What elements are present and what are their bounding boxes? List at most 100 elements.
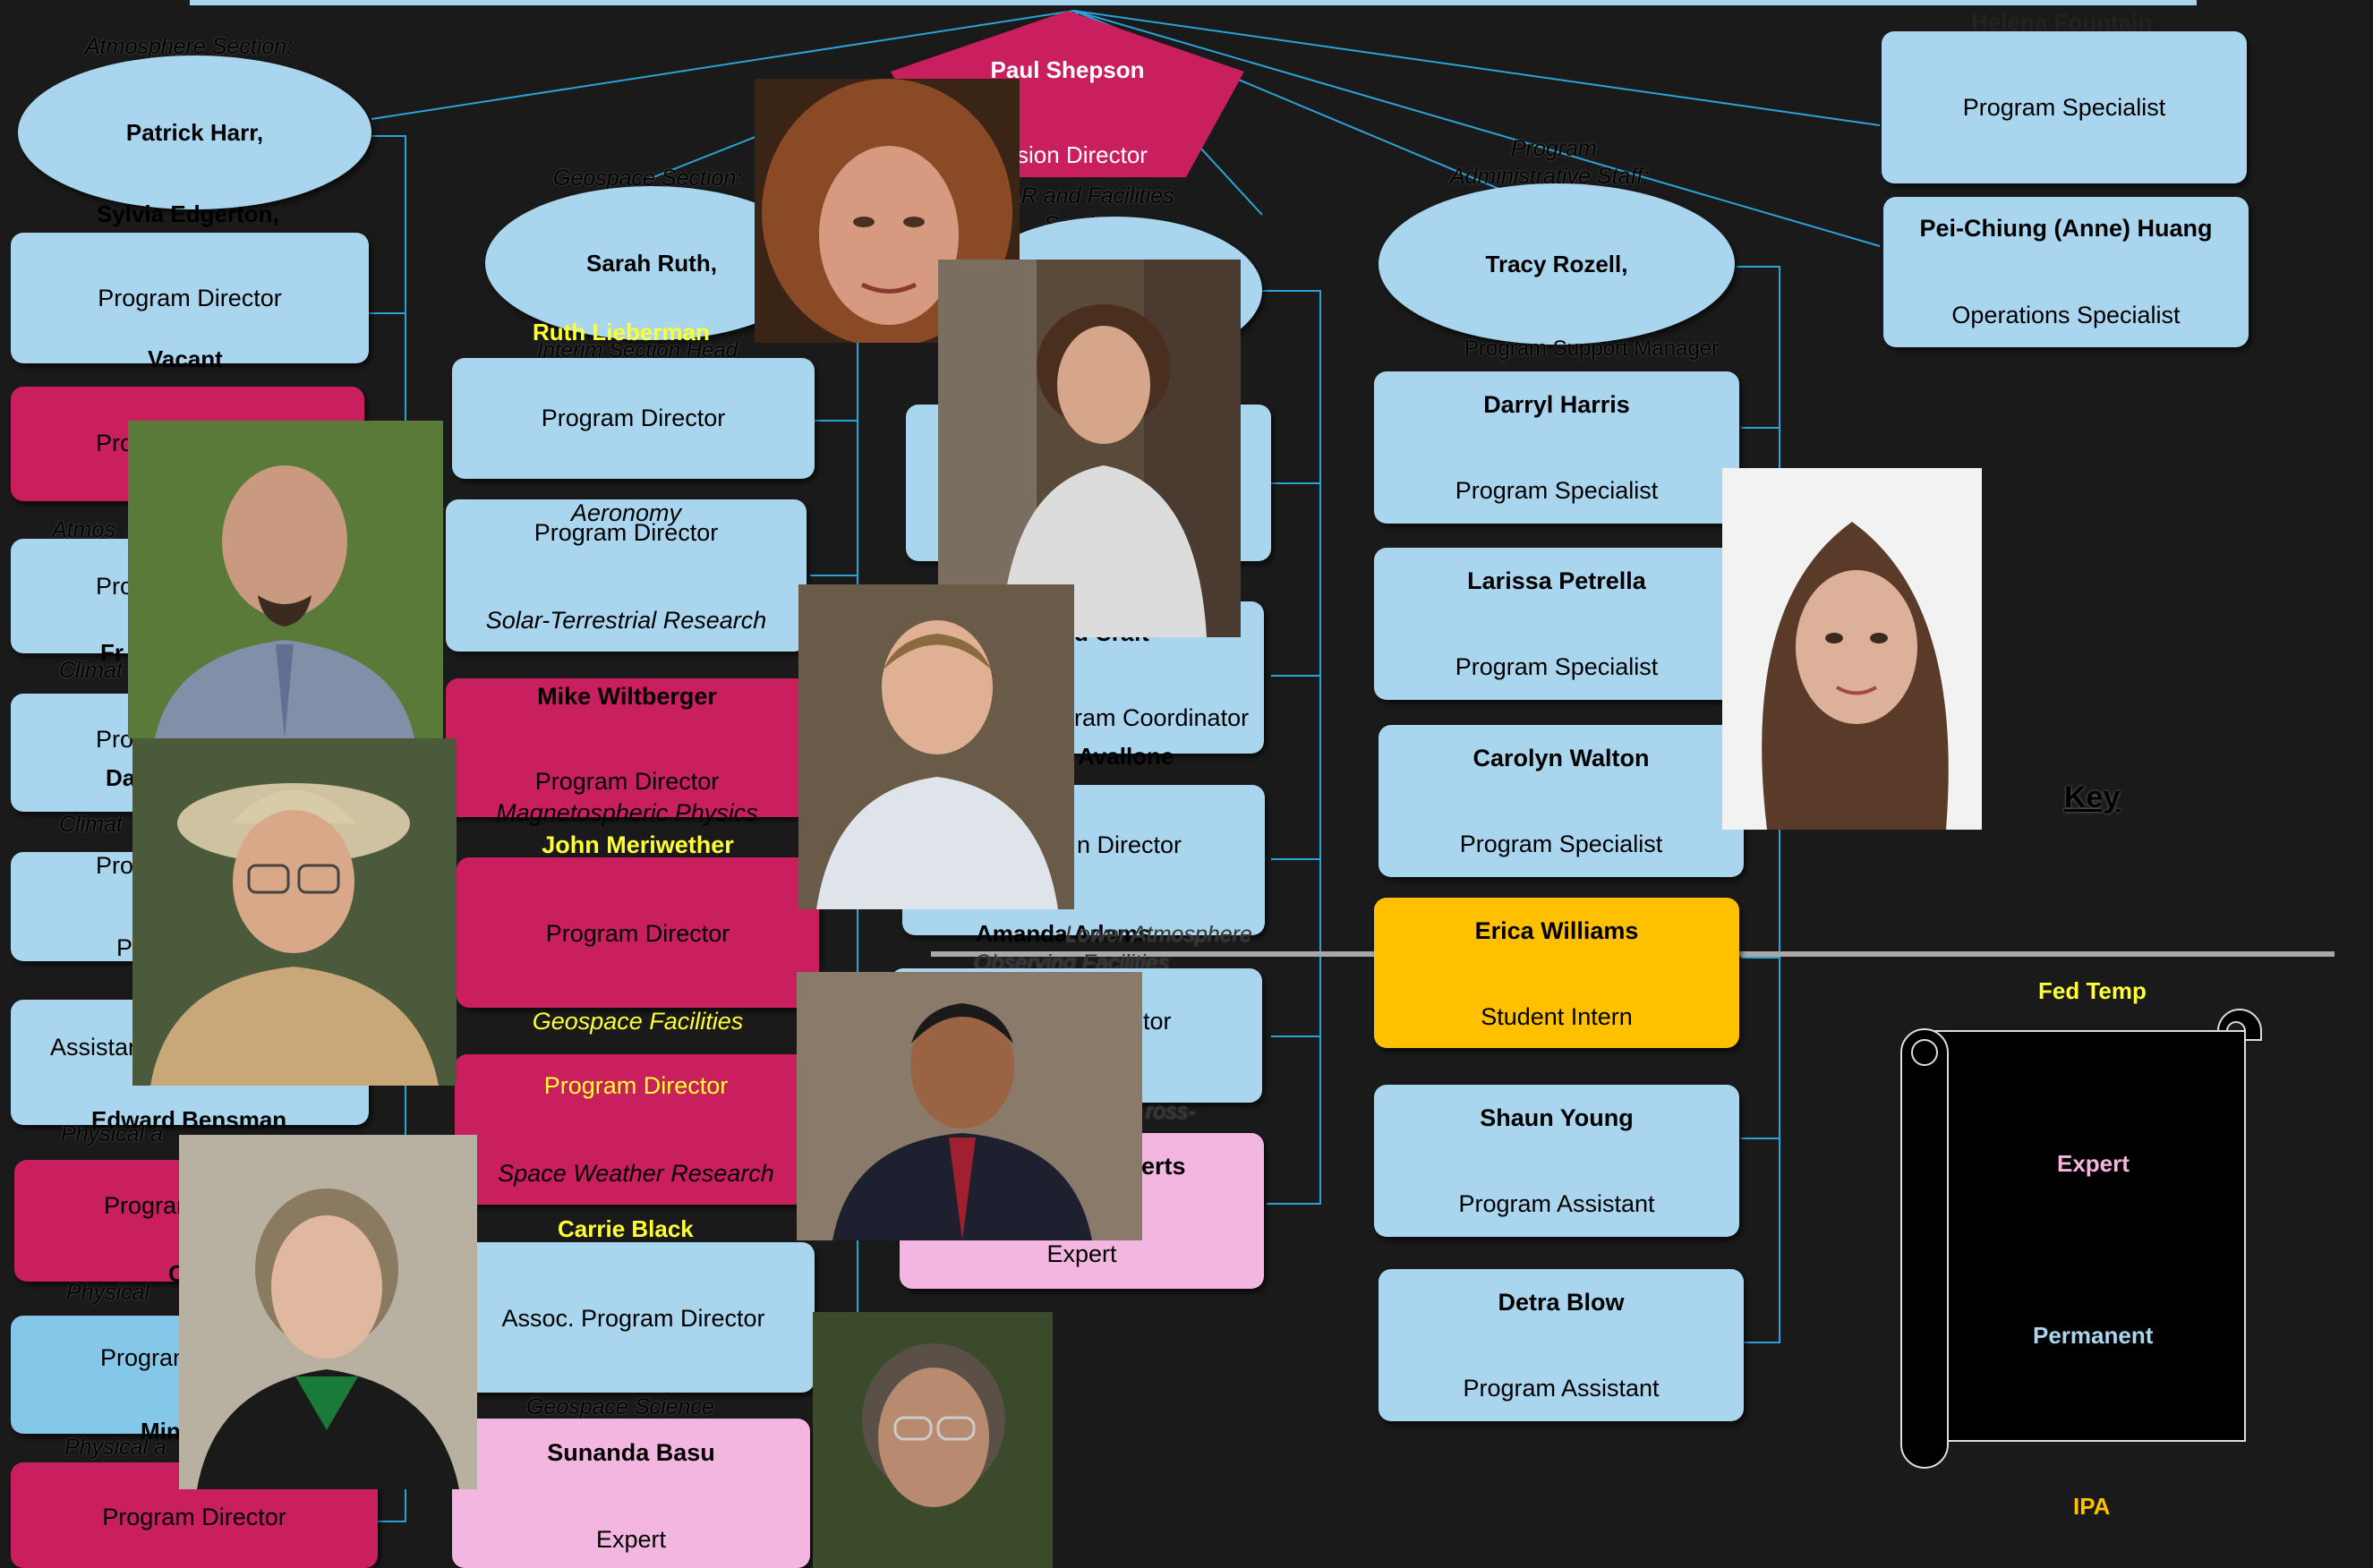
physical-label-3: Physical a	[64, 1435, 166, 1460]
key-fed-temp: Fed Temp	[2038, 977, 2147, 1004]
card-role: Expert	[1046, 1240, 1117, 1267]
card-role-trunc: Pro	[96, 573, 134, 600]
card-role: Student Intern	[1481, 1003, 1633, 1030]
amanda-name: Amanda Adams	[976, 920, 1151, 947]
sylvia-name: Sylvia Edgerton,	[97, 200, 279, 227]
card-role: Program Director	[541, 405, 726, 431]
geo-card-5[interactable]: Program Director Space Weather Research	[455, 1054, 817, 1205]
card-role-trunc: ram Coordinator	[1074, 704, 1250, 731]
card-role: Program Specialist	[1455, 653, 1659, 680]
key-expert: Expert	[2057, 1150, 2130, 1177]
card-name: Mike Wiltberger	[537, 683, 717, 710]
card-role: Program Assistant	[1458, 1190, 1655, 1217]
card-sublabel2: Geospace Facilities	[532, 1008, 744, 1035]
climat-label-1: Climat	[59, 658, 123, 683]
card-name: Erica Williams	[1474, 917, 1639, 944]
card-name: John Meriwether	[542, 831, 734, 858]
anne-card[interactable]: Pei-Chiung (Anne) Huang Operations Speci…	[1883, 197, 2249, 347]
card-role: Program Director	[533, 519, 719, 546]
card-name: Sunanda Basu	[547, 1439, 715, 1466]
card-name-trunc: erts	[1141, 1153, 1186, 1180]
admin-head-ellipse[interactable]: Tracy Rozell,	[1379, 183, 1735, 345]
da-trunc: Da	[106, 764, 136, 791]
carrie-name: Carrie Black	[558, 1215, 694, 1242]
geo-card-6[interactable]: Assoc. Program Director	[452, 1242, 815, 1393]
admin-card-4[interactable]: Erica Williams Student Intern	[1374, 898, 1739, 1048]
card-sublabel2: Solar-Terrestrial Research	[485, 607, 767, 634]
vacant-name: Vacant	[148, 345, 223, 372]
card-role-trunc: Program	[100, 1344, 193, 1371]
geospace-science-label: Geospace Science	[526, 1394, 714, 1419]
card-role: Assoc. Program Director	[501, 1305, 765, 1332]
card-role: Program Specialist	[1459, 831, 1663, 857]
photo-portrait-3	[798, 584, 1074, 909]
card-role: Program Director	[98, 285, 282, 311]
photo-portrait-8	[179, 1135, 477, 1489]
min-trunc: Min	[141, 1418, 181, 1444]
card-role: Program Specialist	[1962, 94, 2166, 121]
edward-name: Edward Bensman	[91, 1106, 287, 1133]
geo-card-1[interactable]: Program Director	[452, 358, 815, 479]
card-role-trunc: Pro	[96, 430, 134, 456]
card-role-trunc: tor	[1143, 1008, 1172, 1035]
card-name: Pei-Chiung (Anne) Huang	[1919, 215, 2213, 242]
card-role-trunc: Assistan	[50, 1034, 142, 1061]
card-name: Larissa Petrella	[1467, 567, 1646, 594]
fr-trunc: Fr	[100, 639, 124, 666]
card-sublabel2: Space Weather Research	[498, 1160, 774, 1187]
card-role-trunc: n Director	[1077, 831, 1182, 858]
geo-card-4[interactable]: John Meriwether Program Director Geospac…	[457, 831, 819, 1035]
atmosphere-section-label: Atmosphere Section:	[85, 34, 294, 59]
atmosphere-head-ellipse[interactable]: Patrick Harr,	[18, 55, 371, 209]
photo-portrait-4	[797, 972, 1142, 1240]
atmos-label-trunc: Atmos	[52, 517, 115, 542]
admin-head-sub: Program Support Manager	[1464, 337, 1720, 361]
key-permanent: Permanent	[2033, 1322, 2154, 1349]
card-role: Program Director	[534, 768, 720, 795]
admin-card-1[interactable]: Darryl Harris Program Specialist	[1374, 371, 1739, 524]
photo-portrait-7	[132, 738, 457, 1086]
admin-card-5[interactable]: Shaun Young Program Assistant	[1374, 1085, 1739, 1237]
card-name: Shaun Young	[1480, 1104, 1634, 1131]
card-role: Program Specialist	[1455, 477, 1659, 504]
card-name: Darryl Harris	[1483, 391, 1630, 418]
key-title: Key	[2064, 780, 2121, 814]
key-ipa: IPA	[2073, 1493, 2111, 1520]
geo-card-2[interactable]: Aeronomy Program Director Solar-Terrestr…	[446, 499, 807, 652]
top-banner	[190, 0, 2197, 5]
admin-card-6[interactable]: Detra Blow Program Assistant	[1379, 1269, 1744, 1421]
helena-card[interactable]: Program Specialist	[1882, 31, 2247, 183]
card-sublabel2: Magnetospheric Physics	[496, 799, 758, 826]
atmos-card-1[interactable]: Program Director	[11, 233, 369, 363]
geospace-head-name: Sarah Ruth,	[586, 249, 717, 277]
card-role: Operations Specialist	[1951, 302, 2181, 328]
physical-label-2: Physical	[66, 1280, 150, 1305]
key-scroll	[1900, 1009, 2262, 1469]
admin-head-name: Tracy Rozell,	[1485, 250, 1628, 277]
admin-section-label: Program	[1511, 136, 1597, 161]
card-role: Program Director	[545, 920, 730, 947]
climat-label-2: Climat	[59, 812, 123, 837]
physical-label-1: Physical a	[61, 1121, 163, 1146]
card-role: Expert	[595, 1526, 667, 1553]
card-name: Carolyn Walton	[1472, 745, 1650, 771]
card-sublabel: Aeronomy	[570, 499, 682, 526]
photo-portrait-6	[128, 421, 443, 738]
card-role: Program Director	[102, 1504, 286, 1530]
card-name: Detra Blow	[1498, 1289, 1625, 1316]
card-role: Program Assistant	[1463, 1375, 1660, 1402]
geo-card-3[interactable]: Mike Wiltberger Program Director Magneto…	[446, 678, 808, 826]
card-role-trunc-p: P	[116, 934, 133, 961]
admin-card-3[interactable]: Carolyn Walton Program Specialist	[1379, 725, 1744, 877]
photo-portrait-9	[1722, 468, 1982, 830]
photo-portrait-2	[938, 260, 1241, 637]
atmosphere-head-name: Patrick Harr,	[125, 118, 264, 146]
card-role-trunc: Pro	[96, 726, 134, 753]
admin-card-2[interactable]: Larissa Petrella Program Specialist	[1374, 548, 1739, 700]
geo-card-7[interactable]: Sunanda Basu Expert	[452, 1419, 810, 1568]
director-role-visible: sion Director	[1017, 141, 1148, 168]
cross-label: ross-	[1146, 1099, 1196, 1124]
amanda-sublabel: Lower Atmosphere	[1065, 922, 1252, 947]
avallone-trunc: Avallone	[1078, 743, 1174, 770]
card-role-trunc: Pro	[96, 852, 134, 879]
